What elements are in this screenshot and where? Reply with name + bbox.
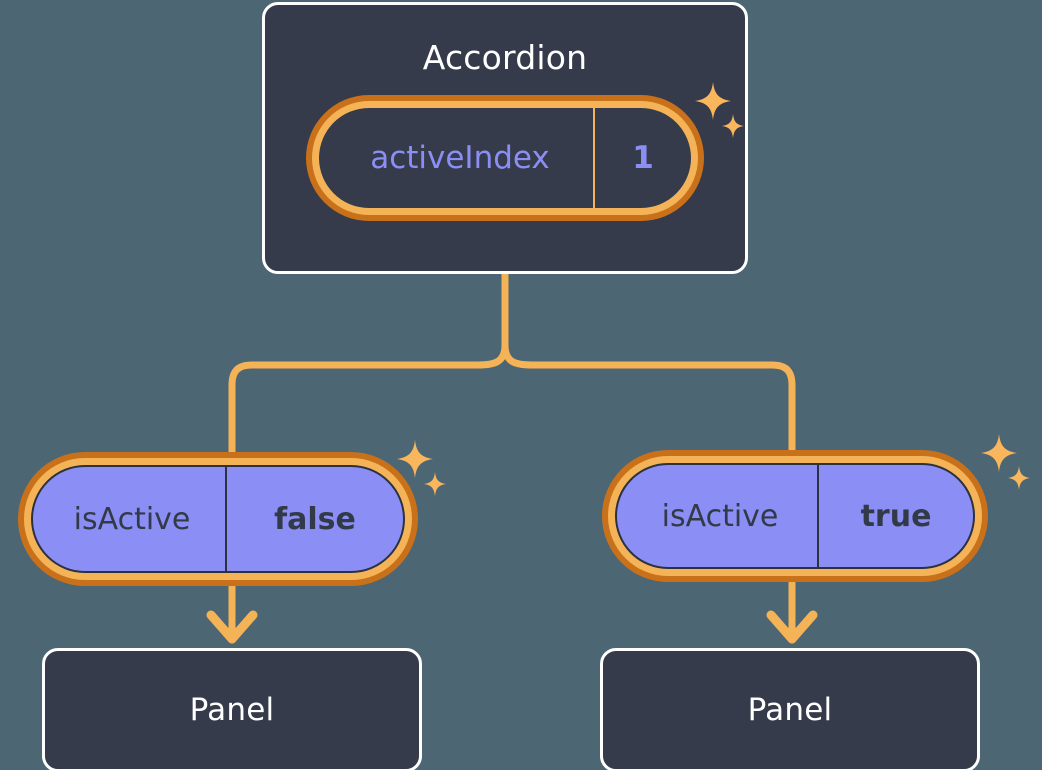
arrow-down-icon-left (206, 610, 258, 644)
state-value-label: 1 (593, 108, 691, 208)
state-pill-body: activeIndex 1 (319, 108, 691, 208)
connector-fork-left (228, 341, 509, 459)
state-pill-is-active-false[interactable]: isActive false (18, 452, 418, 586)
sparkle-icon-small (424, 472, 446, 496)
state-pill-border: activeIndex 1 (312, 101, 698, 215)
panel-card-title: Panel (189, 692, 275, 728)
state-value-label: false (225, 467, 403, 571)
state-key-label: isActive (73, 501, 191, 537)
sparkle-icon-right-pill (981, 434, 1030, 490)
panel-card-left[interactable]: Panel (42, 648, 422, 770)
state-pill-body: isActive false (31, 465, 405, 573)
state-pill-active-index[interactable]: activeIndex 1 (306, 95, 704, 221)
accordion-card-title: Accordion (422, 38, 588, 77)
connector-fork-right (501, 341, 796, 457)
panel-card-title: Panel (747, 692, 833, 728)
state-pill-border: isActive false (24, 458, 412, 580)
sparkle-icon-large (397, 440, 433, 478)
state-pill-body: isActive true (615, 463, 975, 569)
arrow-down-icon-right (766, 610, 818, 644)
state-value-label: true (817, 465, 973, 567)
state-key-label: isActive (661, 498, 779, 534)
state-pill-is-active-true[interactable]: isActive true (602, 450, 988, 582)
panel-card-right[interactable]: Panel (600, 648, 980, 770)
state-key-label: activeIndex (370, 140, 550, 176)
state-pill-border: isActive true (608, 456, 982, 576)
sparkle-icon-small (1008, 466, 1030, 490)
sparkle-icon-large (981, 434, 1017, 472)
